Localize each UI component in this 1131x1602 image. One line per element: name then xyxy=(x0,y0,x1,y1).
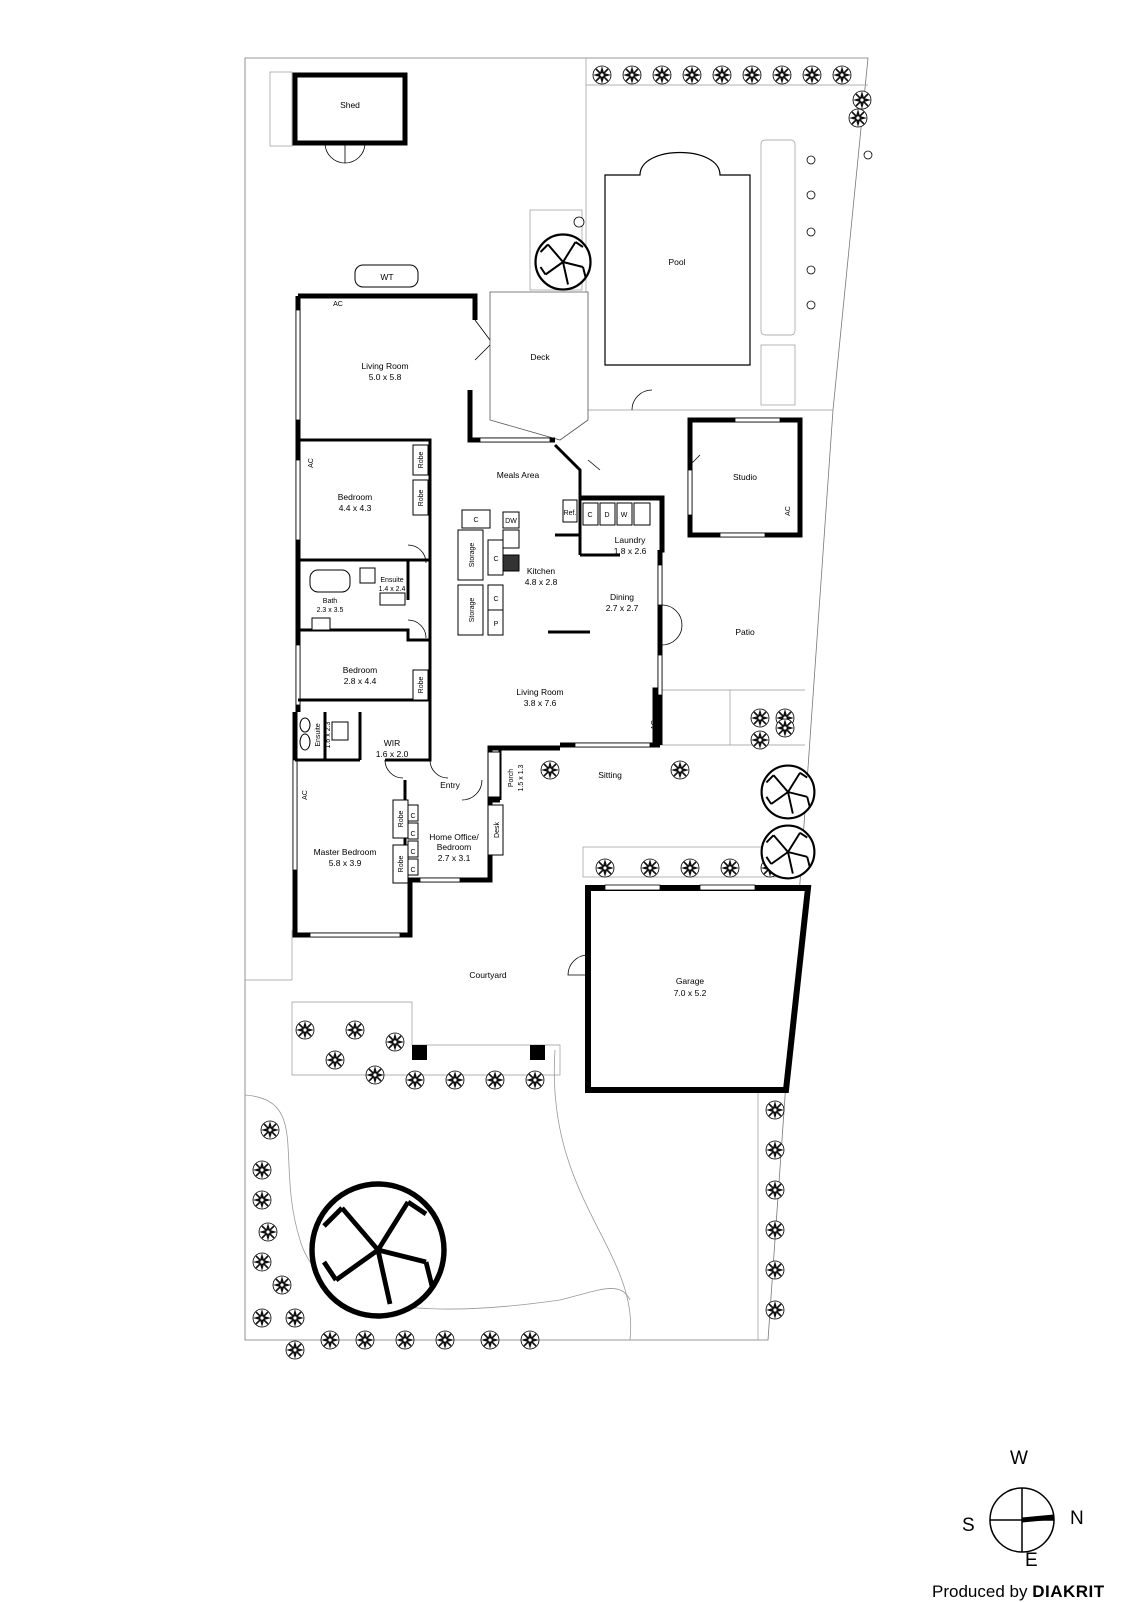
living-room-2-label: Living Room xyxy=(516,687,563,697)
cupboard-label: C xyxy=(587,512,592,519)
wir-size: 1.6 x 2.0 xyxy=(376,749,409,759)
cupboard-label: C xyxy=(410,813,415,820)
windows xyxy=(292,309,663,938)
bath-size: 2.3 x 3.5 xyxy=(317,607,344,614)
courtyard-label: Courtyard xyxy=(469,970,507,980)
living-room-1-size: 5.0 x 5.8 xyxy=(369,372,402,382)
dining-label: Dining xyxy=(610,592,634,602)
credit-prefix: Produced by xyxy=(932,1582,1028,1601)
pool-outline xyxy=(604,151,751,366)
fixture-labels: AC AC AC AC AC Robe Robe Robe Robe Robe … xyxy=(302,301,792,874)
bathroom-fixtures xyxy=(299,567,406,751)
compass-west: W xyxy=(1010,1448,1028,1469)
robe-label: Robe xyxy=(398,811,405,828)
porch-size: 1.5 x 1.3 xyxy=(518,764,525,791)
compass-rose-icon xyxy=(989,1487,1055,1553)
pool-label: Pool xyxy=(668,257,685,267)
master-bedroom-label: Master Bedroom xyxy=(314,847,377,857)
compass-east: E xyxy=(1025,1550,1038,1571)
bath-label: Bath xyxy=(323,598,338,605)
home-office-label-2: Bedroom xyxy=(437,842,472,852)
wt-label: WT xyxy=(380,272,393,282)
dryer-label: D xyxy=(604,512,609,519)
home-office-size: 2.7 x 3.1 xyxy=(438,853,471,863)
living-room-1-label: Living Room xyxy=(361,361,408,371)
bedroom-1-label: Bedroom xyxy=(338,492,373,502)
ac-label: AC xyxy=(785,506,792,516)
storage-label: Storage xyxy=(469,598,476,623)
ac-label: AC xyxy=(651,720,658,730)
storage-label: Storage xyxy=(469,543,476,568)
ensuite-1-label: Ensuite xyxy=(380,577,403,584)
dishwasher-label: DW xyxy=(505,518,517,525)
porch-label: Porch xyxy=(508,769,515,787)
cupboard-label: C xyxy=(493,556,498,563)
ac-label: AC xyxy=(302,790,309,800)
patio-label: Patio xyxy=(735,627,755,637)
robe-label: Robe xyxy=(418,490,425,507)
meals-area-label: Meals Area xyxy=(497,470,540,480)
garage-size: 7.0 x 5.2 xyxy=(674,988,707,998)
robe-label: Robe xyxy=(398,856,405,873)
studio-label: Studio xyxy=(733,472,757,482)
room-labels: Living Room 5.0 x 5.8 Meals Area Bedroom… xyxy=(314,361,755,980)
compass-south: S xyxy=(962,1515,975,1536)
cupboard-label: C xyxy=(410,867,415,874)
home-office-label: Home Office/ xyxy=(429,832,479,842)
laundry-size: 1.8 x 2.6 xyxy=(614,546,647,556)
water-tank xyxy=(354,264,419,288)
bedroom-1-size: 4.4 x 4.3 xyxy=(339,503,372,513)
ac-label: AC xyxy=(333,301,343,308)
shed-walls xyxy=(292,72,408,146)
small-plants xyxy=(573,150,873,310)
robe-label: Robe xyxy=(418,677,425,694)
desk-label: Desk xyxy=(494,822,501,838)
compass xyxy=(970,1465,1080,1575)
laundry-label: Laundry xyxy=(615,535,646,545)
washer-label: W xyxy=(621,512,628,519)
wir-label: WIR xyxy=(384,738,401,748)
cupboard-label: C xyxy=(410,831,415,838)
bedroom-2-size: 2.8 x 4.4 xyxy=(344,676,377,686)
studio-walls xyxy=(687,417,803,538)
deck-area xyxy=(489,291,589,441)
garage-label: Garage xyxy=(676,976,705,986)
cupboard-label: C xyxy=(410,849,415,856)
master-bedroom-size: 5.8 x 3.9 xyxy=(329,858,362,868)
ac-label: AC xyxy=(308,458,315,468)
compass-north: N xyxy=(1070,1508,1084,1529)
cupboard-label: C xyxy=(493,596,498,603)
cupboard-label: C xyxy=(473,517,478,524)
credit: Produced by DIAKRIT xyxy=(932,1582,1105,1602)
dining-size: 2.7 x 2.7 xyxy=(606,603,639,613)
sitting-label: Sitting xyxy=(598,770,622,780)
door-swings xyxy=(384,319,701,801)
living-room-2-size: 3.8 x 7.6 xyxy=(524,698,557,708)
kitchen-label: Kitchen xyxy=(527,566,556,576)
ensuite-2-label: Ensuite xyxy=(315,723,322,746)
deck-label: Deck xyxy=(530,352,550,362)
kitchen-size: 4.8 x 2.8 xyxy=(525,577,558,587)
credit-brand: DIAKRIT xyxy=(1032,1582,1105,1601)
entry-label: Entry xyxy=(440,780,461,790)
ensuite-2-size: 1.6 x 2.3 xyxy=(325,721,332,748)
shed-label: Shed xyxy=(340,100,360,110)
robe-label: Robe xyxy=(418,452,425,469)
pantry-label: P xyxy=(494,621,499,628)
joinery xyxy=(392,444,651,884)
fridge-label: Ref. xyxy=(564,510,577,517)
ensuite-1-size: 1.4 x 2.4 xyxy=(379,586,406,593)
bedroom-2-label: Bedroom xyxy=(343,665,378,675)
